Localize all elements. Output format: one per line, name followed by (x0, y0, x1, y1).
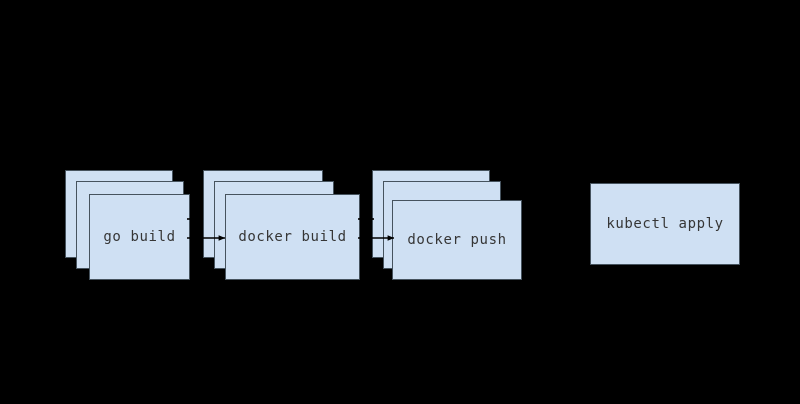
kubectl-apply-label: kubectl apply (606, 216, 724, 232)
go-build-card-front[interactable]: go build (89, 194, 190, 280)
kubectl-apply-node[interactable]: kubectl apply (590, 183, 740, 265)
go-build-stack[interactable]: g g go build (65, 170, 190, 280)
docker-push-stack[interactable]: d d docker push (372, 170, 522, 280)
docker-build-card-front-label: docker build (238, 229, 347, 245)
docker-push-card-front[interactable]: docker push (392, 200, 522, 280)
go-build-card-front-label: go build (103, 229, 176, 245)
docker-build-stack[interactable]: d d docker build (203, 170, 360, 280)
docker-push-card-front-label: docker push (407, 232, 507, 248)
docker-build-card-front[interactable]: docker build (225, 194, 360, 280)
